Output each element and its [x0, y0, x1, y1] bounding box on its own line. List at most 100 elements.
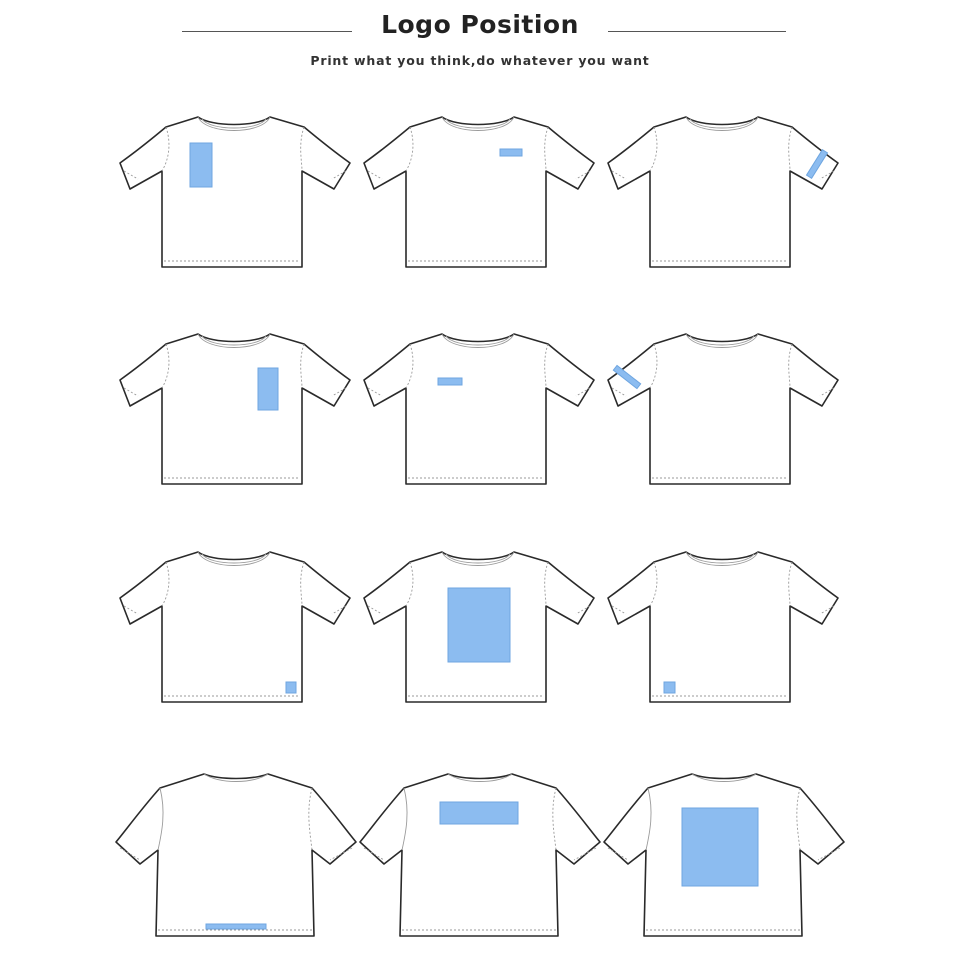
tshirt-outline — [363, 333, 595, 485]
tshirt-seam — [331, 170, 347, 180]
tshirt-seam — [308, 787, 313, 851]
tshirt-seam — [445, 335, 511, 346]
tshirt-seam — [575, 170, 591, 180]
tshirt-seam — [819, 605, 835, 615]
tshirt-back-full — [603, 768, 845, 938]
tshirt-seam — [685, 116, 759, 131]
tshirt-seam — [331, 605, 347, 615]
page-subtitle: Print what you think,do whatever you wan… — [310, 53, 650, 68]
logo-area — [437, 377, 463, 386]
tshirt-seam — [796, 787, 801, 851]
tshirt-drawing — [607, 333, 839, 485]
tshirt-seam — [685, 333, 759, 348]
tshirt-drawing — [603, 773, 845, 937]
tshirt-seam — [788, 126, 793, 172]
tshirt-outline — [119, 551, 351, 703]
tshirt-seam — [331, 387, 347, 397]
tshirt-seam — [819, 170, 835, 180]
tshirt-seam — [367, 605, 383, 615]
tshirt-seam — [441, 333, 515, 348]
tshirt-seam — [649, 561, 658, 607]
tshirt-seam — [329, 847, 353, 861]
tshirt-seam — [201, 335, 267, 346]
tshirt-front-left-chest-small — [360, 322, 600, 492]
tshirt-seam — [161, 343, 170, 389]
tshirt-seam — [201, 118, 267, 129]
tshirt-front-center-chest-large — [116, 322, 356, 492]
tshirt-seam — [405, 126, 414, 172]
logo-area — [447, 587, 511, 663]
logo-area — [257, 367, 279, 411]
tshirt-seam — [544, 126, 549, 172]
tshirt-seam — [157, 787, 164, 851]
tshirt-seam — [441, 551, 515, 566]
logo-area — [681, 807, 759, 887]
tshirt-seam — [691, 773, 757, 782]
tshirt-seam — [405, 561, 414, 607]
tshirt-seam — [123, 387, 139, 397]
tshirt-back-upper — [359, 768, 601, 938]
tshirt-seam — [197, 116, 271, 131]
tshirt-seam — [367, 170, 383, 180]
tshirt-drawing — [115, 773, 357, 937]
tshirt-drawing — [363, 551, 595, 703]
tshirt-front-right-chest-small — [360, 105, 600, 275]
tshirt-seam — [544, 343, 549, 389]
logo-area — [612, 364, 642, 390]
tshirt-seam — [575, 605, 591, 615]
tshirt-seam — [161, 126, 170, 172]
tshirt-outline — [359, 773, 601, 937]
logo-area — [189, 142, 213, 188]
tshirt-front-left-sleeve — [604, 105, 844, 275]
tshirt-front-bottom-left-hem — [116, 540, 356, 710]
tshirt-drawing — [119, 551, 351, 703]
tshirt-drawing — [363, 333, 595, 485]
tshirt-drawing — [607, 116, 839, 268]
logo-area — [285, 681, 297, 694]
tshirt-front-right-sleeve — [604, 322, 844, 492]
tshirt-seam — [788, 561, 793, 607]
tshirt-drawing — [119, 333, 351, 485]
tshirt-seam — [611, 605, 627, 615]
tshirt-seam — [197, 551, 271, 566]
title-rule-left — [182, 31, 352, 32]
tshirt-seam — [788, 343, 793, 389]
tshirt-seam — [201, 553, 267, 564]
tshirt-seam — [441, 116, 515, 131]
tshirt-seam — [197, 333, 271, 348]
tshirt-front-left-chest-large — [116, 105, 356, 275]
tshirt-seam — [611, 387, 627, 397]
tshirt-seam — [552, 787, 557, 851]
title-rule-right — [608, 31, 786, 32]
tshirt-outline — [115, 773, 357, 937]
tshirt-seam — [573, 847, 597, 861]
tshirt-outline — [607, 116, 839, 268]
tshirt-seam — [689, 118, 755, 129]
tshirt-drawing — [363, 116, 595, 268]
tshirt-seam — [401, 787, 408, 851]
tshirt-seam — [447, 773, 513, 782]
tshirt-seam — [817, 847, 841, 861]
tshirt-seam — [203, 773, 269, 782]
tshirt-seam — [445, 553, 511, 564]
logo-area — [205, 923, 267, 930]
tshirt-outline — [607, 551, 839, 703]
logo-area — [499, 148, 523, 157]
tshirt-seam — [300, 561, 305, 607]
tshirt-seam — [123, 170, 139, 180]
tshirt-seam — [445, 118, 511, 129]
logo-area — [663, 681, 676, 694]
tshirt-outline — [607, 333, 839, 485]
tshirt-outline — [363, 116, 595, 268]
tshirt-seam — [689, 335, 755, 346]
tshirt-seam — [611, 170, 627, 180]
tshirt-seam — [819, 387, 835, 397]
tshirt-seam — [649, 126, 658, 172]
logo-area — [439, 801, 519, 825]
page-title: Logo Position — [381, 10, 579, 39]
tshirt-drawing — [119, 116, 351, 268]
tshirt-seam — [649, 343, 658, 389]
tshirt-outline — [119, 333, 351, 485]
logo-area — [805, 149, 829, 179]
